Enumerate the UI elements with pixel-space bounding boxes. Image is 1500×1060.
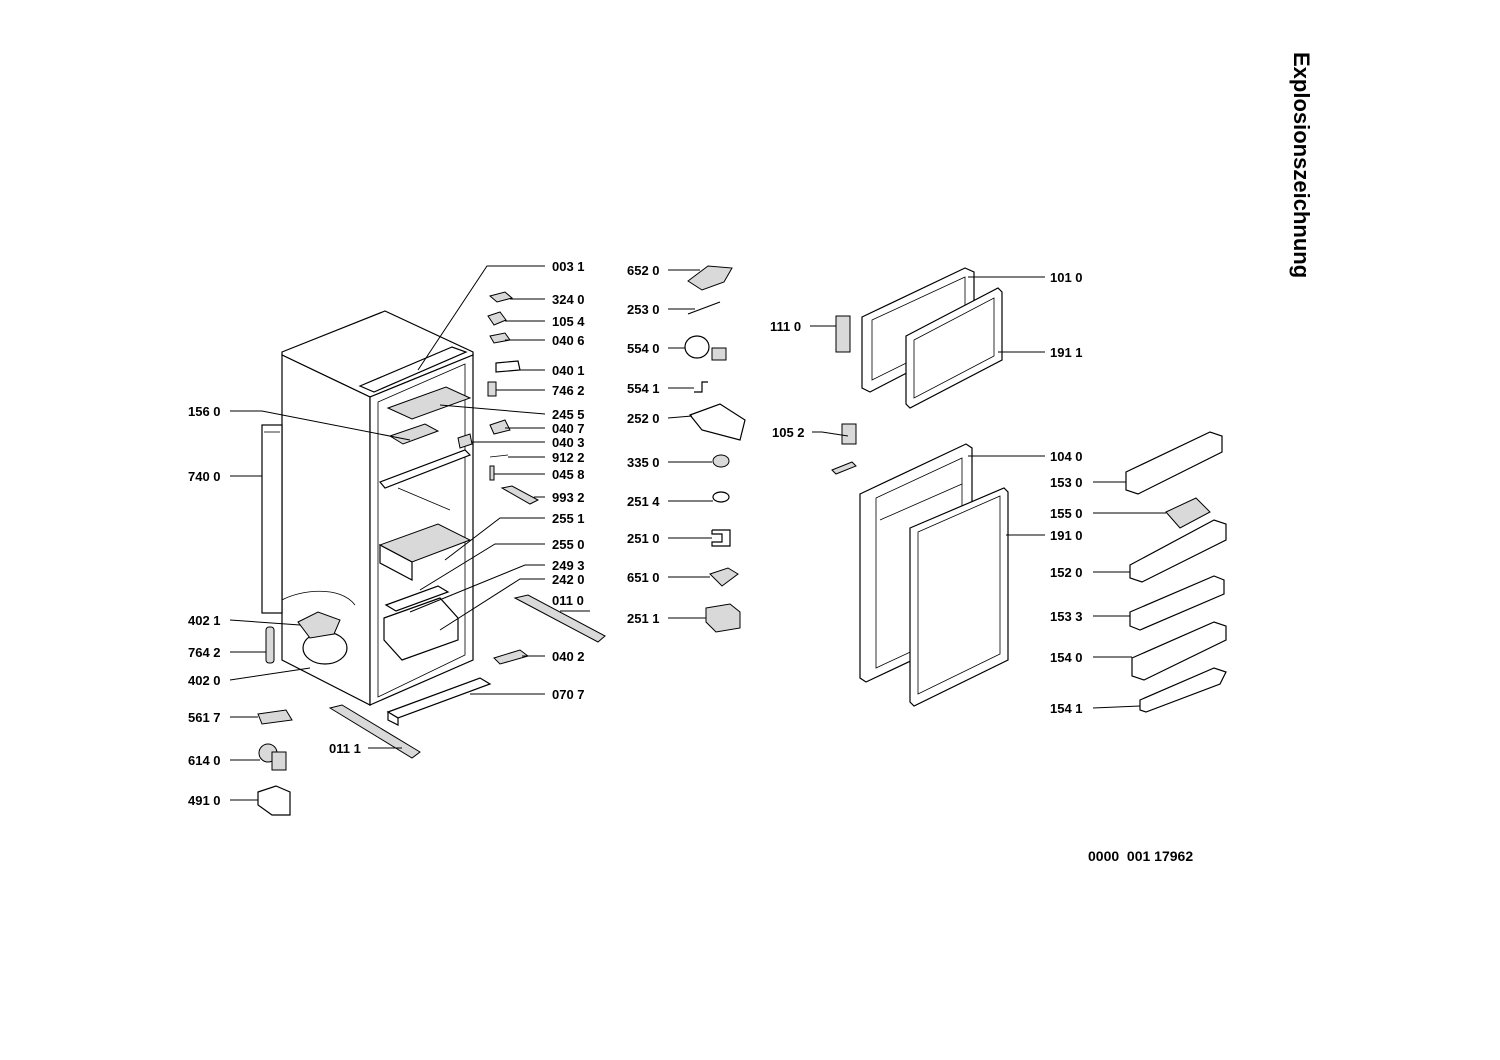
part-label: 152 0 [1050,565,1083,580]
part-label: 191 0 [1050,528,1083,543]
part-label: 153 0 [1050,475,1083,490]
part-label: 154 0 [1050,650,1083,665]
part-label: 245 5 [552,407,585,422]
part-label: 912 2 [552,450,585,465]
part-label: 251 4 [627,494,660,509]
part-label: 554 1 [627,381,660,396]
part-label: 561 7 [188,710,221,725]
leader-lines [229,265,1166,801]
part-label: 402 1 [188,613,221,628]
part-label: 249 3 [552,558,585,573]
part-label: 101 0 [1050,270,1083,285]
part-label: 740 0 [188,469,221,484]
part-label: 070 7 [552,687,585,702]
part-label: 011 0 [552,593,584,608]
part-label: 154 1 [1050,701,1083,716]
part-label: 253 0 [627,302,660,317]
part-label: 242 0 [552,572,585,587]
part-label: 746 2 [552,383,585,398]
part-label: 040 1 [552,363,585,378]
part-label: 040 2 [552,649,585,664]
part-label: 255 1 [552,511,585,526]
part-label: 153 3 [1050,609,1083,624]
part-label: 614 0 [188,753,221,768]
freezer-door [835,267,1003,409]
document-number: 0000 001 17962 [1088,848,1194,864]
part-label: 040 6 [552,333,585,348]
part-label: 554 0 [627,341,660,356]
control-and-lamp-parts [684,265,746,633]
part-label: 652 0 [627,263,660,278]
part-label: 104 0 [1050,449,1083,464]
part-label: 252 0 [627,411,660,426]
part-label: 111 0 [770,319,801,334]
part-label: 011 1 [329,741,361,756]
part-labels: 003 1 324 0 105 4 040 6 040 1 746 2 245 … [188,259,1083,808]
part-label: 335 0 [627,455,660,470]
part-label: 040 7 [552,421,585,436]
part-label: 040 3 [552,435,585,450]
fridge-door [831,423,1009,707]
part-label: 324 0 [552,292,585,307]
part-label: 105 2 [772,425,805,440]
part-label: 764 2 [188,645,221,660]
part-label: 045 8 [552,467,585,482]
part-label: 156 0 [188,404,221,419]
part-label: 993 2 [552,490,585,505]
door-shelves [1125,431,1227,713]
part-label: 155 0 [1050,506,1083,521]
part-label: 251 1 [627,611,660,626]
part-label: 491 0 [188,793,221,808]
part-label: 255 0 [552,537,585,552]
part-label: 105 4 [552,314,585,329]
fridge-cabinet [261,310,606,759]
part-label: 003 1 [552,259,585,274]
part-label: 251 0 [627,531,660,546]
part-label: 651 0 [627,570,660,585]
part-label: 402 0 [188,673,221,688]
cabinet-small-parts [257,291,540,816]
part-label: 191 1 [1050,345,1083,360]
